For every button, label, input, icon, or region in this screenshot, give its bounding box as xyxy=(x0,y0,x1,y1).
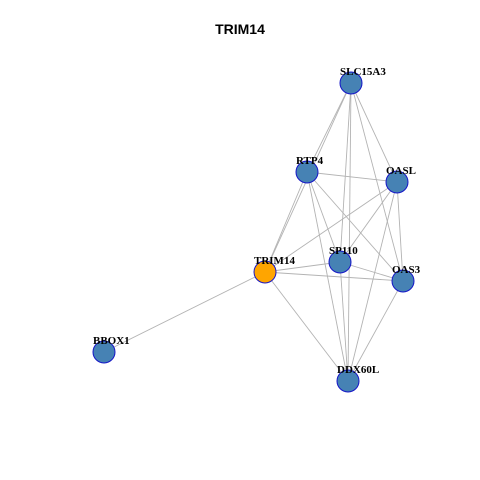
edge-rtp4-oas3 xyxy=(306,171,404,282)
edge-layer xyxy=(103,82,404,382)
node-circle-bbox1 xyxy=(92,340,116,364)
node-label-sp110: SP110 xyxy=(329,245,358,257)
node-label-bbox1: BBOX1 xyxy=(93,335,130,347)
node-slc15a3: SLC15A3 xyxy=(339,66,386,95)
edge-slc15a3-oas3 xyxy=(350,82,404,282)
edge-trim14-sp110 xyxy=(264,261,341,273)
node-label-slc15a3: SLC15A3 xyxy=(340,66,386,78)
node-label-oasl: OASL xyxy=(386,165,416,177)
edge-trim14-rtp4 xyxy=(264,171,308,273)
edge-oasl-oas3 xyxy=(396,181,404,282)
node-label-rtp4: RTP4 xyxy=(296,155,324,167)
node-circle-rtp4 xyxy=(295,160,319,184)
node-label-trim14: TRIM14 xyxy=(254,255,295,267)
edge-trim14-oas3 xyxy=(264,271,404,282)
node-circle-slc15a3 xyxy=(339,71,363,95)
node-circle-trim14 xyxy=(253,260,277,284)
node-bbox1: BBOX1 xyxy=(92,335,130,364)
node-rtp4: RTP4 xyxy=(295,155,324,184)
edge-trim14-oasl xyxy=(264,181,398,273)
node-oas3: OAS3 xyxy=(391,264,421,293)
edge-slc15a3-oasl xyxy=(350,82,398,183)
node-circle-sp110 xyxy=(328,250,352,274)
node-circle-ddx60l xyxy=(336,369,360,393)
node-label-ddx60l: DDX60L xyxy=(337,364,379,376)
edge-oas3-ddx60l xyxy=(347,280,404,382)
node-circle-oasl xyxy=(385,170,409,194)
edge-oasl-ddx60l xyxy=(347,181,398,382)
edge-slc15a3-rtp4 xyxy=(306,82,352,173)
edge-rtp4-sp110 xyxy=(306,171,341,263)
edge-sp110-ddx60l xyxy=(339,261,349,382)
edge-slc15a3-ddx60l xyxy=(347,82,352,382)
node-circle-oas3 xyxy=(391,269,415,293)
edge-rtp4-oasl xyxy=(306,171,398,183)
edge-trim14-ddx60l xyxy=(264,271,349,382)
node-sp110: SP110 xyxy=(328,245,358,274)
edge-trim14-bbox1 xyxy=(103,271,266,353)
edge-oasl-sp110 xyxy=(339,181,398,263)
node-ddx60l: DDX60L xyxy=(336,364,379,393)
edge-rtp4-ddx60l xyxy=(306,171,349,382)
diagram-title: TRIM14 xyxy=(215,21,265,37)
edge-slc15a3-sp110 xyxy=(339,82,352,263)
node-label-oas3: OAS3 xyxy=(392,264,421,276)
node-oasl: OASL xyxy=(385,165,416,194)
node-trim14: TRIM14 xyxy=(253,255,295,284)
